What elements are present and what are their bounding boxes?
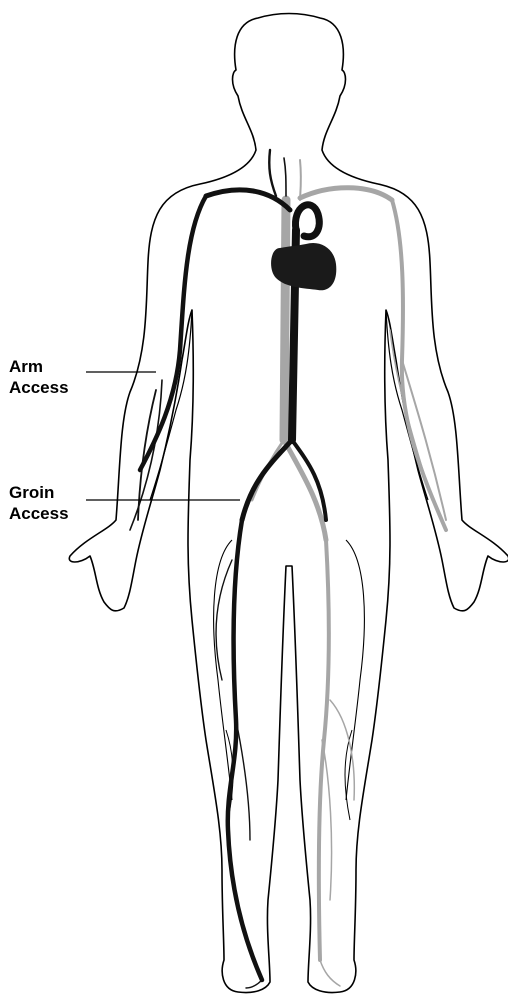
groin-access-label: Groin Access	[9, 482, 69, 524]
venous-system	[252, 160, 446, 986]
right-iliac-artery	[292, 440, 326, 520]
right-arm-vein-branch2	[390, 330, 432, 500]
left-iliac-artery	[242, 440, 292, 520]
right-arm-vein	[392, 200, 446, 530]
carotid-artery2	[284, 158, 286, 196]
carotid-artery	[269, 150, 276, 196]
left-foot-artery	[246, 980, 262, 988]
neck-vein	[300, 160, 301, 200]
groin-access-label-line2: Access	[9, 503, 69, 524]
arm-access-label: Arm Access	[9, 356, 69, 398]
left-leg-contour	[214, 540, 232, 800]
vena-cava	[284, 200, 286, 440]
arm-access-label-line1: Arm	[9, 356, 69, 377]
left-femoral-artery	[228, 520, 262, 980]
right-foot-vein	[320, 960, 340, 986]
left-thigh-artery	[216, 560, 232, 680]
left-subclavian-artery	[206, 190, 290, 210]
arm-access-label-line2: Access	[9, 377, 69, 398]
right-calf-vein	[330, 700, 354, 800]
groin-access-label-line1: Groin	[9, 482, 69, 503]
right-shoulder-vein	[300, 188, 392, 200]
right-arm-vein-branch	[402, 360, 446, 520]
right-leg-contour	[346, 540, 364, 800]
